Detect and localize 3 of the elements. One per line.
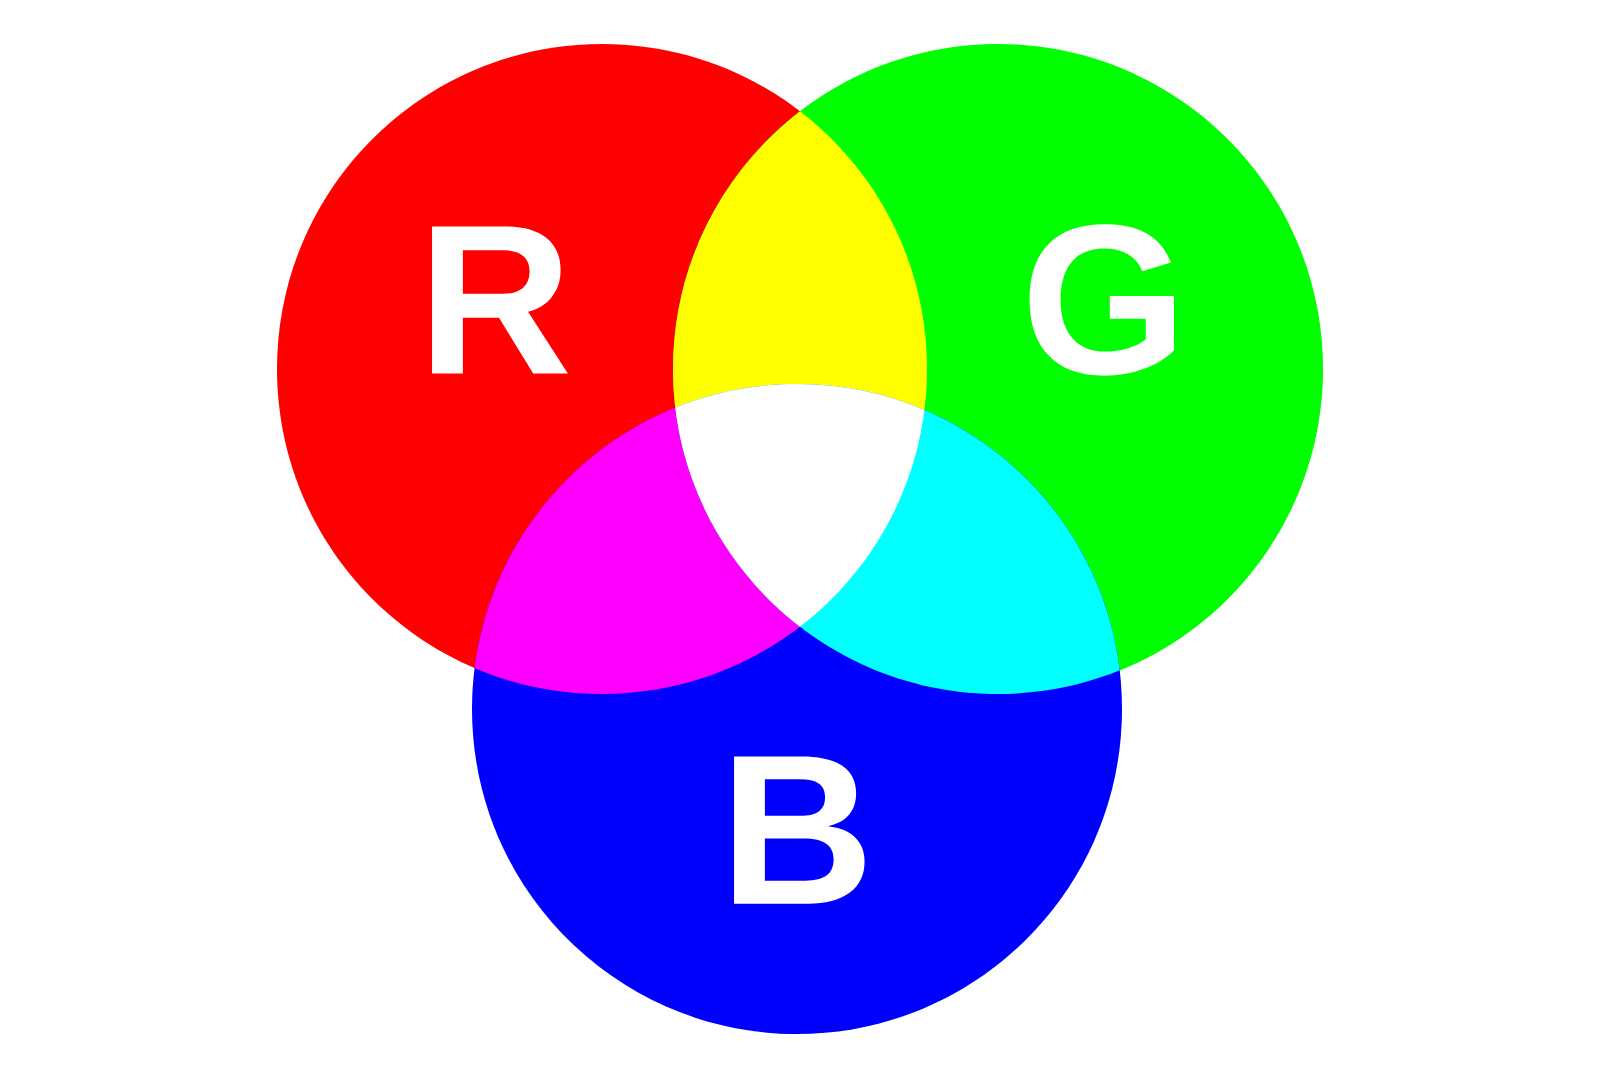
channel-letter: B bbox=[734, 756, 865, 904]
channel-letter: R bbox=[432, 226, 568, 374]
channel-letter: G bbox=[1029, 224, 1174, 376]
